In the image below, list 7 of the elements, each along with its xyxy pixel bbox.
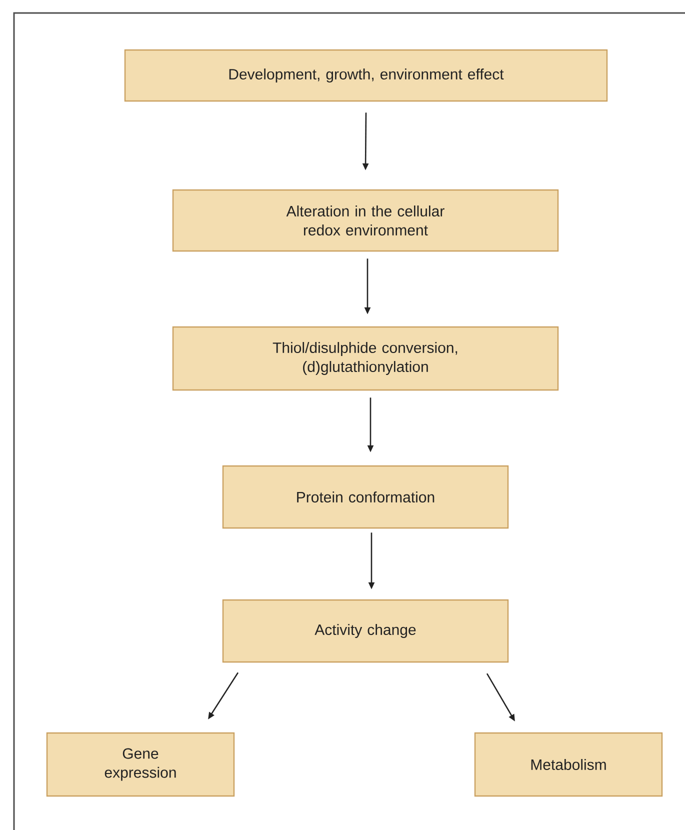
process-box: Activity change	[222, 599, 509, 663]
process-box: Metabolism	[474, 732, 663, 797]
process-box: Protein conformation	[222, 465, 509, 529]
process-box: Gene expression	[46, 732, 235, 797]
process-box: Thiol/disulphide conversion, (d)glutathionylation	[172, 326, 559, 391]
process-box: Development, growth, environment effect	[124, 49, 608, 102]
process-box: Alteration in the cellular redox environment	[172, 189, 559, 252]
